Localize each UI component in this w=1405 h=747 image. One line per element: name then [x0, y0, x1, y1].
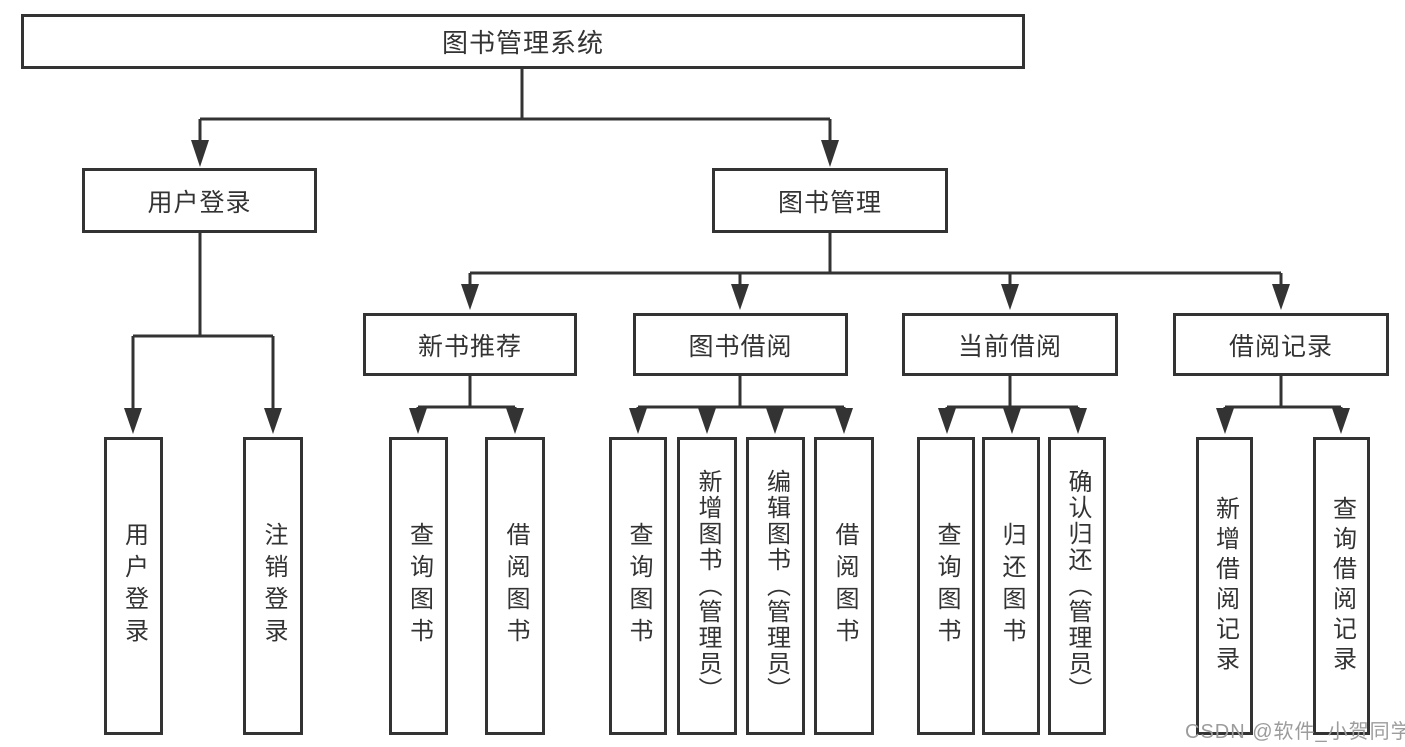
connector-current-borrow-children	[938, 375, 1087, 434]
connector-borrow-records-children	[1216, 375, 1350, 434]
node-label: 新增图书（管理员）	[694, 469, 721, 703]
node-label: 查询图书	[933, 522, 960, 650]
node-label: 图书管理系统	[441, 28, 604, 58]
leaf-query-borrow-record: 查询借阅记录	[1313, 437, 1370, 735]
leaf-edit-books-admin: 编辑图书（管理员）	[746, 437, 805, 735]
node-label: 确认归还（管理员）	[1064, 469, 1091, 703]
node-library-management-system: 图书管理系统	[21, 14, 1025, 69]
node-label: 查询图书	[625, 522, 652, 650]
node-label: 当前借阅	[957, 332, 1062, 361]
node-label: 借阅图书	[831, 522, 858, 650]
node-label: 用户登录	[120, 522, 148, 650]
connector-new-book-children	[409, 375, 524, 434]
node-book-borrowing: 图书借阅	[633, 313, 848, 376]
leaf-borrow-books: 借阅图书	[814, 437, 874, 735]
node-label: 编辑图书（管理员）	[762, 469, 790, 703]
leaf-confirm-return-admin: 确认归还（管理员）	[1048, 437, 1106, 735]
leaf-query-books-recommend: 查询图书	[389, 437, 448, 735]
node-label: 新书推荐	[417, 332, 522, 361]
leaf-query-books-borrowing: 查询图书	[609, 437, 667, 735]
node-label: 新增借阅记录	[1211, 496, 1239, 676]
leaf-query-books-current: 查询图书	[917, 437, 975, 735]
node-label: 借阅记录	[1228, 332, 1333, 361]
node-label: 图书管理	[777, 188, 882, 217]
connector-root-to-level2	[191, 68, 839, 167]
node-book-management: 图书管理	[712, 168, 948, 233]
node-label: 查询借阅记录	[1328, 496, 1356, 676]
leaf-add-borrow-record: 新增借阅记录	[1196, 437, 1253, 735]
node-label: 查询图书	[405, 522, 433, 650]
connector-user-login-children	[124, 233, 282, 434]
leaf-add-books-admin: 新增图书（管理员）	[677, 437, 737, 735]
node-label: 借阅图书	[502, 522, 529, 650]
node-new-book-recommend: 新书推荐	[363, 313, 577, 376]
connector-book-borrow-children	[629, 375, 853, 434]
connector-book-management-children	[461, 233, 1290, 310]
node-label: 归还图书	[998, 522, 1025, 650]
node-borrow-records: 借阅记录	[1173, 313, 1389, 376]
node-current-borrowing: 当前借阅	[902, 313, 1118, 376]
node-user-login: 用户登录	[82, 168, 317, 233]
leaf-user-login: 用户登录	[104, 437, 163, 735]
node-label: 图书借阅	[688, 332, 793, 361]
leaf-borrow-books-recommend: 借阅图书	[485, 437, 545, 735]
node-label: 注销登录	[260, 522, 287, 650]
leaf-logout: 注销登录	[243, 437, 303, 735]
node-label: 用户登录	[147, 188, 252, 217]
leaf-return-books: 归还图书	[982, 437, 1040, 735]
csdn-watermark: CSDN @软件_小贺同学	[1185, 721, 1405, 743]
